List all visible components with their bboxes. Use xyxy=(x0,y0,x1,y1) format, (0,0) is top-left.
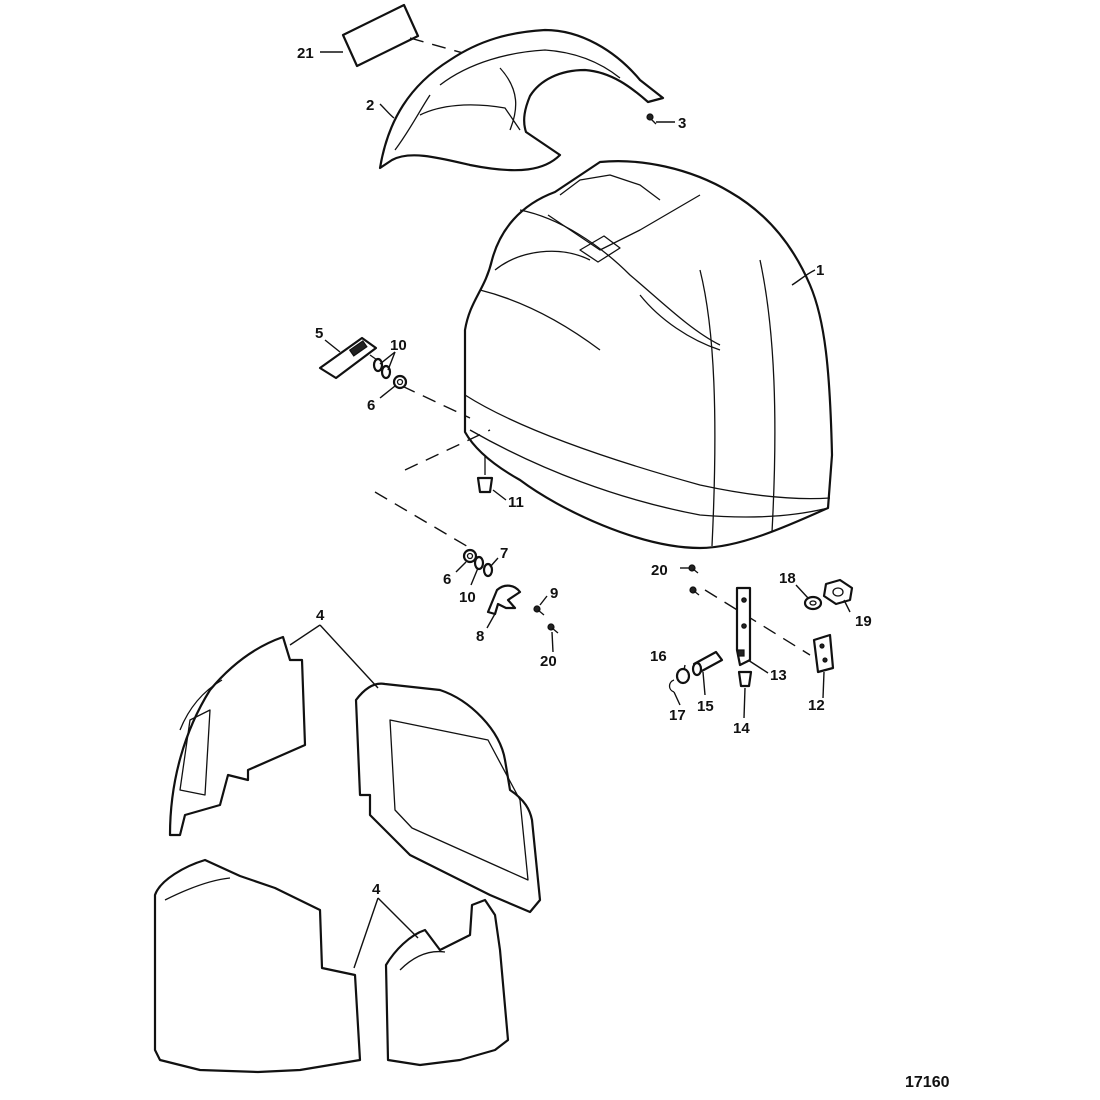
nut-part-6-lower xyxy=(462,548,478,564)
callout-labels: 1 2 3 4 4 5 6 6 7 8 9 10 10 11 12 13 14 … xyxy=(297,45,872,898)
chap-panel-part-4-lower-left xyxy=(153,858,362,1074)
bracket-assembly-dashed-line xyxy=(704,589,811,656)
decal-assembly-dashed-line xyxy=(409,37,471,56)
washer-part-10-lower xyxy=(473,555,485,571)
callout-18: 18 xyxy=(779,570,796,587)
callout-10-lower: 10 xyxy=(459,589,476,606)
callout-3: 3 xyxy=(678,115,686,132)
callout-19: 19 xyxy=(855,613,872,630)
callout-20-lower: 20 xyxy=(540,653,557,670)
nut-part-6-upper xyxy=(392,374,408,390)
callout-1: 1 xyxy=(816,262,824,279)
callout-14: 14 xyxy=(733,720,750,737)
callout-7: 7 xyxy=(500,545,508,562)
callout-11: 11 xyxy=(508,494,524,511)
main-cowl-part-1 xyxy=(463,160,834,550)
screws-part-20-upper xyxy=(688,564,700,596)
callout-10-upper: 10 xyxy=(390,337,407,354)
clip-part-17 xyxy=(668,679,675,693)
screw-part-3 xyxy=(646,113,657,125)
callout-2: 2 xyxy=(366,97,374,114)
washer-part-18 xyxy=(803,595,823,611)
callout-17: 17 xyxy=(669,707,686,724)
callout-4-lower: 4 xyxy=(372,881,381,898)
leader-lines xyxy=(289,51,851,969)
callout-6-lower: 6 xyxy=(443,571,451,588)
callout-15: 15 xyxy=(697,698,714,715)
fastener-part-11 xyxy=(476,455,494,494)
callout-9: 9 xyxy=(550,585,558,602)
callout-6-upper: 6 xyxy=(367,397,375,414)
bushing-part-16 xyxy=(675,667,691,685)
lower-assembly-dashed-line-b xyxy=(374,491,471,549)
lower-assembly-dashed-line-a xyxy=(404,429,491,471)
plate-part-12 xyxy=(812,633,835,674)
chap-panel-part-4-lower-right xyxy=(384,898,510,1067)
nut-part-19 xyxy=(822,578,854,606)
figure-number: 17160 xyxy=(905,1074,950,1091)
callout-12: 12 xyxy=(808,697,825,714)
top-cowl-cover-part-2 xyxy=(378,28,665,172)
callout-5: 5 xyxy=(315,325,323,342)
bracket-part-13 xyxy=(735,586,752,667)
pivot-pin-part-15 xyxy=(691,650,724,677)
latch-handle-part-5 xyxy=(318,336,381,380)
screw-part-9 xyxy=(533,605,545,616)
callout-21: 21 xyxy=(297,45,314,62)
decal-part-21 xyxy=(341,3,420,68)
latch-hook-part-8 xyxy=(486,584,522,616)
screw-part-20-lower xyxy=(547,623,559,634)
callout-4-upper: 4 xyxy=(316,607,325,624)
callout-16: 16 xyxy=(650,648,667,665)
chap-panel-part-4-upper-left xyxy=(168,635,307,837)
chap-panel-part-4-upper-right xyxy=(354,682,542,914)
fastener-part-14 xyxy=(737,670,753,688)
callout-13: 13 xyxy=(770,667,787,684)
callout-8: 8 xyxy=(476,628,484,645)
latch-assembly-dashed-line xyxy=(401,385,471,419)
callout-20-upper: 20 xyxy=(651,562,668,579)
